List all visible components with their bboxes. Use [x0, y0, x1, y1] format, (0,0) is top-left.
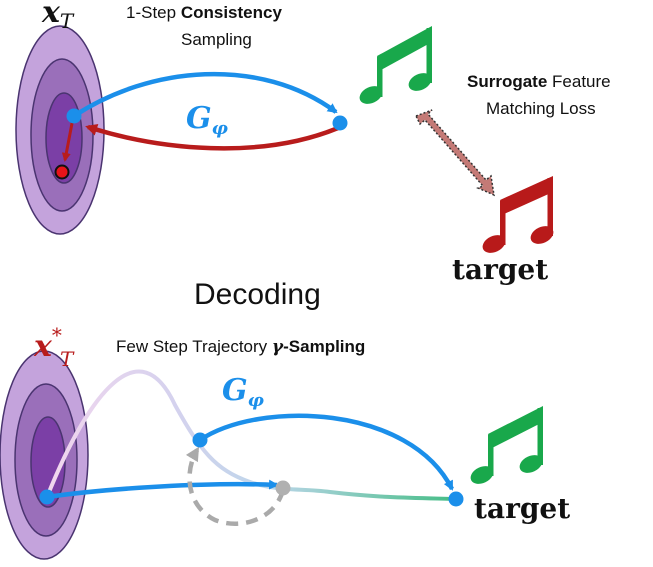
decoding-title: Decoding — [194, 278, 321, 311]
bottom-caption-prefix: Few Step Trajectory — [116, 337, 272, 356]
bottom-caption-bold: -Sampling — [283, 337, 365, 356]
bottom-mid-dot — [192, 432, 208, 448]
top-music-note-icon — [359, 26, 432, 104]
loss-caption-bold: Surrogate — [467, 72, 547, 91]
loss-double-arrow — [414, 109, 495, 197]
top-generator-subscript: φ — [212, 118, 229, 139]
bottom-latent-symbol: x — [33, 329, 53, 364]
bottom-generator-subscript: φ — [248, 390, 265, 411]
bottom-trajectory-curve — [45, 369, 456, 501]
bottom-latent-label: x*T — [33, 323, 75, 371]
bottom-blue-arc-upper — [198, 413, 455, 491]
bottom-caption: Few Step Trajectory γ-Sampling — [116, 337, 365, 357]
top-red-small-arrow — [61, 117, 75, 162]
bottom-blue-arrow-lower — [46, 479, 279, 500]
loss-caption-rest: Feature — [547, 72, 610, 91]
bottom-caption-gamma: γ — [272, 337, 284, 357]
top-red-dot — [54, 164, 70, 180]
loss-caption-line2: Matching Loss — [486, 99, 596, 118]
bottom-latent-superscript: * — [52, 323, 62, 347]
bottom-latent-subscript: T — [60, 347, 75, 371]
bottom-gray-dot — [275, 480, 291, 496]
bottom-start-dot — [39, 489, 55, 505]
top-latent-subscript: T — [60, 9, 75, 33]
bottom-generator-symbol: G — [222, 373, 248, 408]
top-caption: 1-Step Consistency Sampling — [126, 3, 287, 49]
bottom-generator-label: Gφ — [222, 373, 265, 411]
top-target-label: target — [452, 253, 548, 286]
bottom-gray-dashed-loop — [185, 446, 286, 526]
bottom-end-dot — [448, 491, 464, 507]
bottom-latent-ellipses — [0, 350, 89, 560]
top-latent-label: xT — [41, 0, 75, 33]
bottom-target-label: target — [474, 492, 570, 525]
top-generator-symbol: G — [186, 101, 212, 136]
loss-caption: Surrogate Feature Matching Loss — [467, 72, 615, 118]
top-caption-bold: Consistency — [181, 3, 283, 22]
top-generator-label: Gφ — [186, 101, 229, 139]
bottom-music-note-icon — [470, 406, 543, 484]
top-latent-symbol: x — [41, 0, 61, 30]
top-end-dot — [332, 115, 348, 131]
top-caption-prefix: 1-Step — [126, 3, 181, 22]
target-music-note-icon — [482, 176, 554, 253]
top-start-dot — [66, 108, 82, 124]
top-blue-arc — [72, 71, 338, 118]
top-red-return-arc — [85, 124, 339, 151]
top-caption-line2: Sampling — [181, 30, 252, 49]
